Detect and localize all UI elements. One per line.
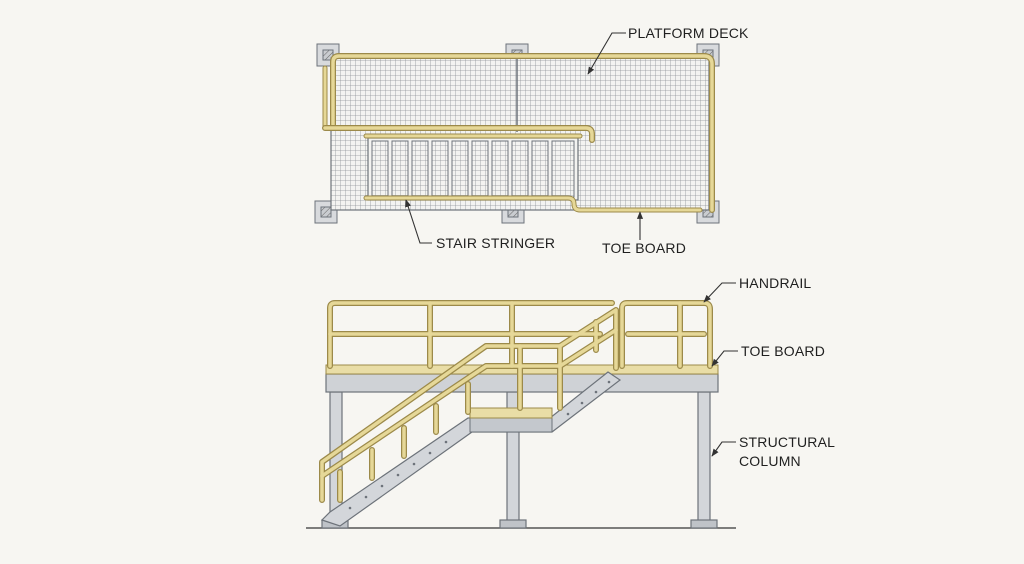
- label-structural-column-line2: COLUMN: [739, 453, 801, 469]
- plan-leaders: [405, 32, 644, 244]
- elevation-handrail: [319, 300, 713, 503]
- label-toe-board-plan: TOE BOARD: [602, 240, 687, 256]
- label-structural-column-line1: STRUCTURAL: [739, 434, 836, 450]
- elevation-stair-stringer: [320, 371, 622, 527]
- elevation-leaders: [703, 282, 738, 457]
- label-stair-stringer: STAIR STRINGER: [436, 235, 556, 251]
- label-handrail: HANDRAIL: [739, 275, 812, 291]
- label-platform-deck: PLATFORM DECK: [628, 25, 749, 41]
- plan-stair: [367, 137, 579, 201]
- label-toe-board-elevation: TOE BOARD: [741, 343, 826, 359]
- plan-view: [314, 32, 720, 244]
- plan-handrail: [322, 53, 715, 213]
- elevation-view: [306, 282, 738, 529]
